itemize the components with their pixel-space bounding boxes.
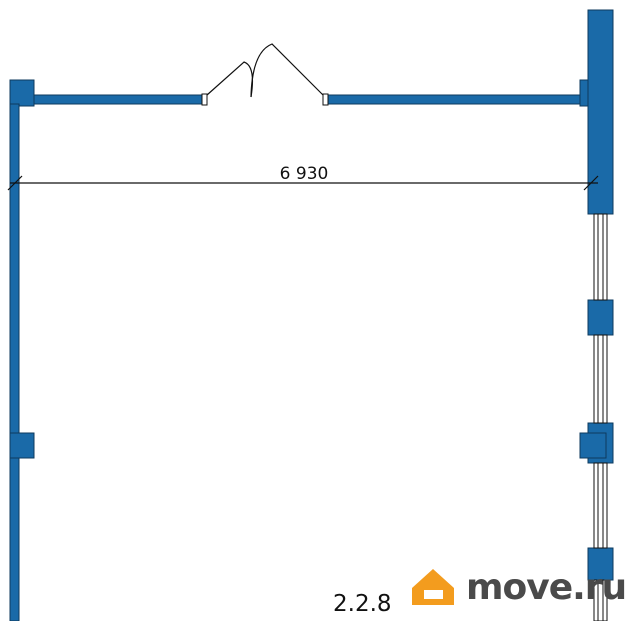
watermark-logo: move.ru (412, 567, 627, 608)
top-wall-left (9, 94, 206, 105)
window-1 (593, 213, 608, 301)
door-jamb-right (322, 93, 329, 106)
dimension-tick-left (7, 175, 23, 191)
top-wall-right (325, 94, 593, 105)
window-4 (593, 579, 608, 621)
dimension-label: 6 930 (280, 164, 329, 184)
right-wall-top (587, 9, 614, 215)
column-right-mid (579, 432, 607, 459)
watermark-brand-text: move.ru (466, 567, 626, 608)
windows (593, 213, 608, 621)
house-icon (412, 569, 454, 605)
right-pier-3 (587, 547, 614, 581)
left-wall (9, 103, 20, 621)
door-leaf-right (250, 43, 324, 98)
door-leaf-left (206, 61, 254, 98)
column-top-left (9, 79, 35, 107)
window-3 (593, 462, 608, 549)
dimension-line (7, 175, 599, 191)
door-jambs (201, 93, 329, 106)
walls (9, 9, 614, 621)
column-left-mid (9, 432, 35, 459)
dimension-tick-right (583, 175, 599, 191)
door-swing (206, 43, 324, 98)
door-jamb-left (201, 93, 208, 106)
window-2 (593, 334, 608, 424)
room-label: 2.2.8 (333, 591, 392, 617)
right-pier-1 (587, 299, 614, 336)
